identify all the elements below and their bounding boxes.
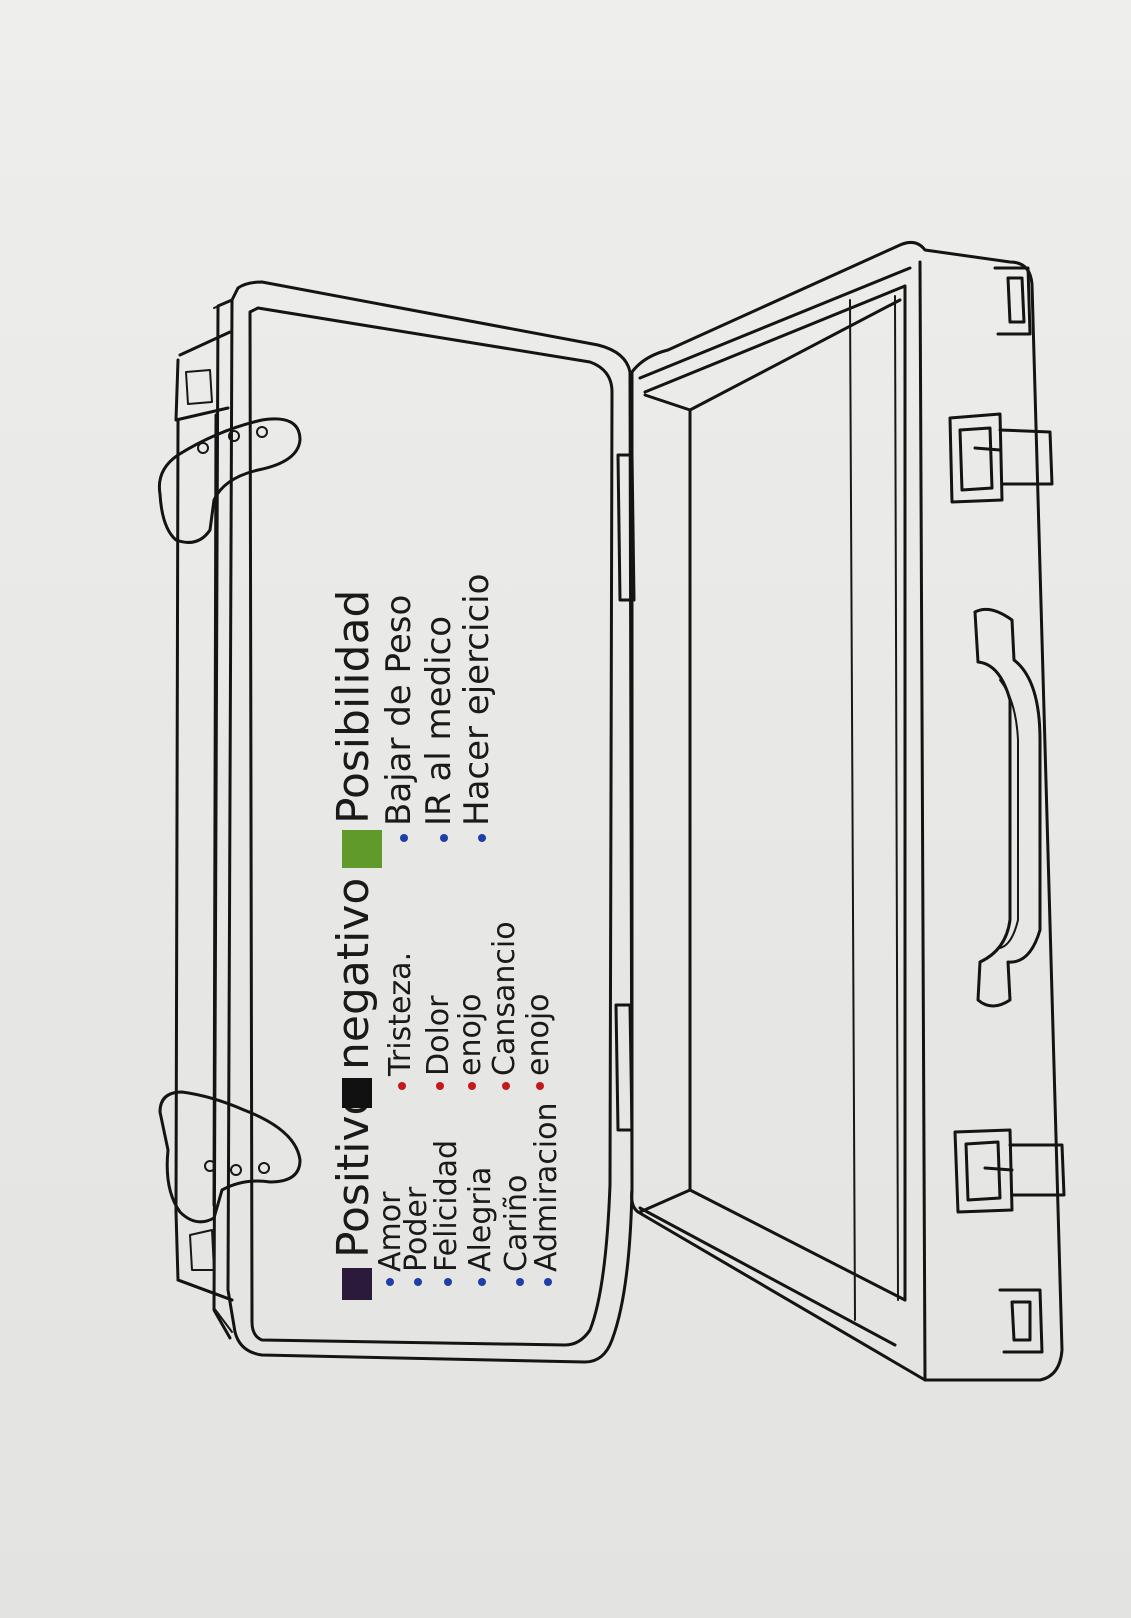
positivo-bullet: [386, 1278, 394, 1286]
suitcase-body: [632, 242, 1064, 1380]
negativo-swatch: [342, 1078, 372, 1108]
negativo-bullet: [536, 1082, 544, 1090]
positivo-bullet: [516, 1278, 524, 1286]
negativo-section: negativo Tristeza. Dolor enojo Cansancio…: [328, 878, 556, 1108]
negativo-item: Dolor: [421, 995, 456, 1076]
negativo-item: Tristeza.: [383, 952, 418, 1077]
positivo-section: Positivo Amor Poder Felicidad Alegria Ca…: [328, 1089, 564, 1300]
positivo-item: Felicidad: [429, 1140, 464, 1272]
positivo-item: Alegria: [463, 1167, 498, 1272]
positivo-swatch: [342, 1268, 372, 1300]
posibilidad-bullet: [400, 834, 408, 842]
negativo-item: enojo: [521, 993, 556, 1076]
posibilidad-item: Bajar de Peso: [379, 595, 419, 826]
posibilidad-bullet: [478, 834, 486, 842]
positivo-bullet: [478, 1278, 486, 1286]
posibilidad-title: Posibilidad: [328, 590, 379, 824]
notes-group: Positivo Amor Poder Felicidad Alegria Ca…: [328, 574, 564, 1300]
negativo-item: Cansancio: [487, 921, 522, 1076]
positivo-bullet: [414, 1278, 422, 1286]
negativo-bullet: [398, 1082, 406, 1090]
posibilidad-section: Posibilidad Bajar de Peso IR al medico H…: [328, 574, 497, 868]
negativo-title: negativo: [328, 878, 379, 1070]
positivo-bullet: [544, 1278, 552, 1286]
posibilidad-item: Hacer ejercicio: [457, 574, 497, 826]
positivo-title: Positivo: [328, 1089, 379, 1258]
posibilidad-swatch: [342, 830, 382, 868]
posibilidad-bullet: [440, 834, 448, 842]
positivo-item: Admiracion: [529, 1102, 564, 1272]
posibilidad-item: IR al medico: [419, 616, 459, 826]
positivo-bullet: [444, 1278, 452, 1286]
negativo-bullet: [502, 1082, 510, 1090]
negativo-bullet: [468, 1082, 476, 1090]
negativo-item: enojo: [453, 993, 488, 1076]
negativo-bullet: [436, 1082, 444, 1090]
